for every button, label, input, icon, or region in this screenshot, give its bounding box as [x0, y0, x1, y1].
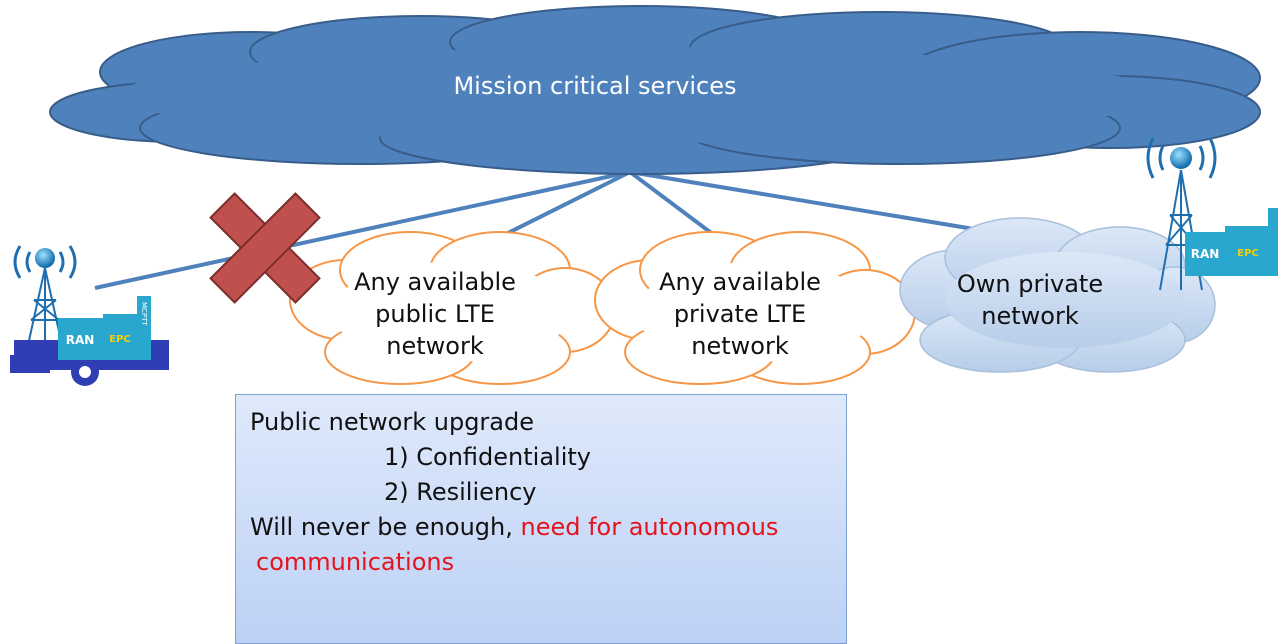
blocked-cross-icon: [209, 192, 321, 304]
info-box-title: Public network upgrade: [250, 408, 535, 436]
own-private-line-1: Own private: [956, 270, 1104, 298]
info-box: Public network upgrade 1) Confidentialit…: [235, 394, 847, 644]
link-to-left-tower: [94, 170, 631, 290]
right-cell-tower-icon: RAN EPC: [1146, 137, 1278, 291]
mission-critical-cloud: [49, 5, 1261, 175]
left-cell-tower-trailer-icon: RAN EPC MCPTT: [10, 245, 169, 386]
private-lte-cloud: [594, 231, 916, 385]
conclusion-highlight-text: need for autonomous: [520, 513, 779, 541]
left-ran-label: RAN: [66, 333, 95, 347]
public-lte-line-3: network: [386, 332, 484, 360]
left-mcptt-label: MCPTT: [140, 302, 148, 326]
public-lte-line-1: Any available: [354, 268, 516, 296]
private-lte-line-2: private LTE: [673, 300, 807, 328]
own-private-label: Own private network: [935, 268, 1125, 332]
public-lte-line-2: public LTE: [375, 300, 495, 328]
info-item-resiliency: 2) Resiliency: [384, 478, 537, 506]
mission-critical-services-label: Mission critical services: [453, 72, 737, 100]
own-private-cloud: [899, 217, 1216, 373]
right-ran-label: RAN: [1191, 247, 1220, 261]
private-lte-line-3: network: [691, 332, 789, 360]
info-item-confidentiality: 1) Confidentiality: [384, 443, 591, 471]
info-box-conclusion: Will never be enough, need for autonomou…: [250, 510, 832, 545]
right-epc-label: EPC: [1237, 248, 1259, 259]
private-lte-line-1: Any available: [659, 268, 821, 296]
public-lte-label: Any available public LTE network: [335, 266, 535, 362]
left-epc-label: EPC: [109, 334, 131, 345]
private-lte-label: Any available private LTE network: [640, 266, 840, 362]
conclusion-highlight-continued: communications: [256, 548, 455, 576]
conclusion-plain-text: Will never be enough,: [250, 513, 521, 541]
own-private-line-2: network: [981, 302, 1079, 330]
public-lte-cloud: [289, 231, 616, 385]
